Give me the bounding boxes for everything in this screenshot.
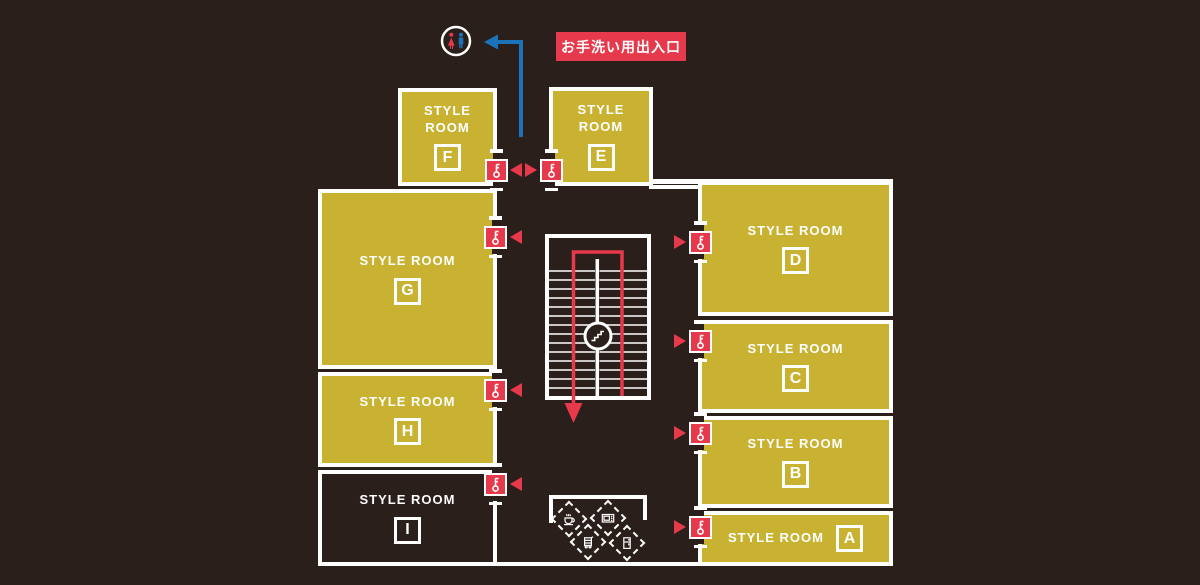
- key-icon: [688, 329, 712, 353]
- microwave-icon: [601, 511, 615, 525]
- room-letter: E: [587, 143, 615, 171]
- mens-womens-restroom-icon: [440, 25, 472, 57]
- red-arrow-icon: [525, 162, 537, 177]
- room-letter: A: [835, 525, 863, 552]
- key-icon: [688, 515, 712, 539]
- style-room-h: STYLE ROOM H: [318, 372, 497, 467]
- amenity-cart: [569, 523, 607, 561]
- style-room-b: STYLE ROOM B: [698, 416, 893, 508]
- style-room-g: STYLE ROOM G: [318, 189, 497, 369]
- top-right-wall: [649, 179, 893, 184]
- key-icon: [484, 158, 508, 182]
- door-jamb: [489, 463, 502, 467]
- restroom-sign: お手洗い用出入口: [556, 32, 686, 61]
- room-letter: F: [434, 144, 461, 172]
- coffee-icon: [562, 512, 576, 526]
- door-jamb: [489, 187, 503, 191]
- room-name: STYLE ROOM: [577, 102, 625, 134]
- nook-right-wall: [643, 495, 647, 520]
- red-arrow-icon: [510, 162, 522, 177]
- red-arrow-icon: [674, 333, 686, 348]
- room-name: STYLE ROOM: [747, 436, 844, 452]
- door-jamb: [489, 407, 502, 411]
- room-name: STYLE ROOM: [747, 340, 844, 356]
- room-name: STYLE ROOM: [359, 393, 456, 409]
- corridor-top-stub-wall: [649, 184, 702, 189]
- key-icon: [688, 421, 712, 445]
- style-room-d: STYLE ROOM D: [698, 181, 893, 316]
- door-jamb: [693, 450, 707, 454]
- room-letter: G: [394, 277, 421, 305]
- room-name: STYLE ROOM: [728, 530, 824, 546]
- room-name: STYLE ROOM: [359, 492, 456, 508]
- door-jamb: [693, 259, 707, 263]
- refrigerator-icon: [620, 536, 634, 550]
- door-jamb: [489, 149, 503, 153]
- door-jamb: [693, 412, 707, 416]
- door-jamb: [693, 544, 707, 548]
- door-jamb: [489, 369, 502, 373]
- room-name: STYLE ROOM: [747, 222, 844, 238]
- nook-top-wall: [549, 495, 647, 499]
- room-name: STYLE ROOM: [359, 253, 456, 269]
- style-room-f: STYLE ROOM F: [398, 88, 497, 186]
- room-name: STYLE ROOM: [424, 102, 471, 135]
- room-letter: D: [782, 247, 809, 275]
- key-icon: [539, 158, 563, 182]
- nook-left-wall: [549, 495, 553, 523]
- key-icon: [484, 378, 507, 402]
- door-jamb: [693, 358, 707, 362]
- door-jamb: [489, 216, 502, 220]
- room-letter: B: [782, 460, 809, 488]
- amenity-coffee: [550, 500, 588, 538]
- amenity-fridge: [608, 524, 646, 562]
- red-arrow-icon: [509, 382, 522, 397]
- room-letter: C: [782, 365, 809, 393]
- door-jamb: [489, 254, 502, 258]
- door-jamb: [693, 506, 707, 510]
- key-icon: [484, 225, 507, 249]
- key-icon: [484, 472, 507, 496]
- room-letter: I: [394, 516, 421, 544]
- amenity-microwave: [589, 499, 627, 537]
- staircase: [545, 234, 651, 400]
- door-jamb: [693, 221, 707, 225]
- service-cart-icon: [581, 535, 595, 549]
- red-arrow-icon: [509, 476, 522, 491]
- red-arrow-icon: [509, 229, 522, 244]
- door-jamb: [693, 320, 707, 324]
- style-room-a: STYLE ROOM A: [698, 511, 893, 566]
- key-icon: [688, 230, 712, 254]
- red-arrow-icon: [674, 425, 686, 440]
- red-arrow-icon: [674, 234, 686, 249]
- style-room-i: STYLE ROOM I: [318, 470, 497, 566]
- bottom-corridor-wall: [493, 561, 702, 566]
- red-arrow-icon: [674, 519, 686, 534]
- style-room-c: STYLE ROOM C: [698, 320, 893, 413]
- door-jamb: [489, 501, 502, 505]
- room-letter: H: [394, 418, 421, 446]
- style-room-e: STYLE ROOM E: [549, 87, 653, 186]
- door-jamb: [544, 187, 558, 191]
- door-jamb: [544, 149, 558, 153]
